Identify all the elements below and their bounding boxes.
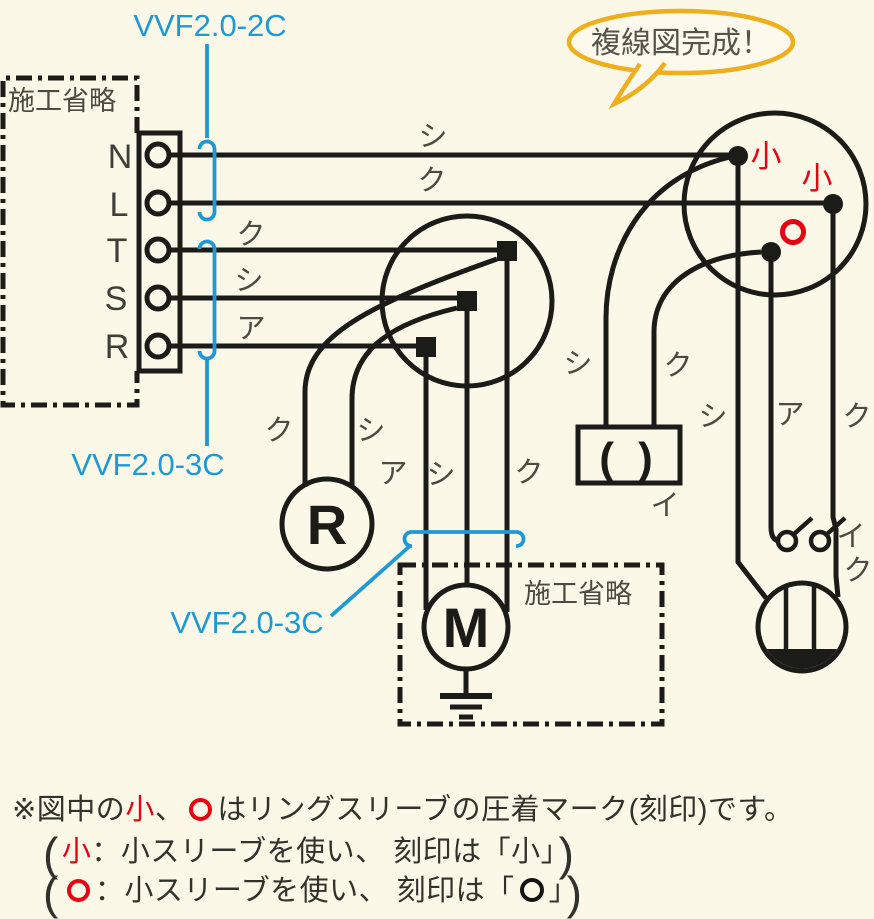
- cable-label-top: VVF2.0-2C: [133, 8, 286, 43]
- wire-label-ceiling-right: ク: [663, 350, 692, 382]
- terminal-label-n: N: [108, 138, 133, 176]
- terminal-label-t: T: [107, 232, 128, 270]
- wire-label-s: シ: [234, 265, 263, 297]
- terminal-label-s: S: [105, 280, 128, 318]
- legend-line-2: (小：小スリーブを使い、 刻印は「小」): [40, 828, 578, 877]
- cable-leader-bottom: [329, 543, 413, 618]
- wire-label-t: ク: [236, 219, 265, 251]
- legend-line1-comma: 、: [154, 794, 185, 826]
- legend-line3-circle-mark-black: [519, 878, 544, 902]
- terminal-screw-r: [144, 332, 172, 360]
- sleeve-mark-1: 小: [751, 139, 782, 174]
- legend-line2-small-mark: 小: [61, 836, 92, 868]
- switch-blade-right: [825, 516, 847, 536]
- cable-label-bottom: VVF2.0-3C: [170, 605, 323, 640]
- cable-marker-2c: [197, 139, 217, 222]
- ceiling-fixture-circuit-label: イ: [650, 490, 679, 522]
- round-lamp-circle: [755, 580, 849, 674]
- legend-line2-text: ：小スリーブを使い、 刻印は「小」: [91, 836, 556, 868]
- terminal-screw-s: [144, 284, 172, 312]
- wire-lamp-right-curve: [349, 305, 458, 486]
- legend-line-3: ( ：小スリーブを使い、 刻印は「 」): [40, 867, 586, 916]
- maru-mark: [780, 219, 806, 245]
- wire-label-motor-left: ア: [378, 458, 407, 490]
- legend-line1-small-mark: 小: [125, 794, 155, 826]
- wire-label-r: ア: [236, 313, 265, 345]
- motor-label: M: [443, 596, 490, 659]
- terminal-screw-t: [144, 236, 172, 264]
- switch-contact-left: [775, 529, 799, 553]
- lamp-receptacle-label: R: [307, 493, 347, 556]
- wire-label-right-drop-left: シ: [698, 401, 727, 433]
- wire-ceiling-left-curve: [603, 154, 731, 427]
- connector-square-s: [457, 291, 477, 311]
- wire-label-n: シ: [418, 121, 447, 153]
- connector-square-t: [497, 241, 517, 261]
- cable-marker-3c-bottom: [402, 530, 526, 548]
- wire-label-motor-mid: シ: [426, 459, 455, 491]
- wire-label-right-drop-right: ク: [842, 401, 871, 433]
- wire-label-right-drop-mid: ア: [775, 399, 804, 431]
- legend-line3-text: ：小スリーブを使い、 刻印は「: [94, 875, 515, 907]
- sleeve-mark-2: 小: [802, 161, 833, 196]
- terminal-label-r: R: [105, 328, 130, 366]
- terminal-label-l: L: [110, 186, 129, 224]
- bottom-omitted-label: 施工省略: [524, 579, 632, 609]
- speech-bubble: [566, 8, 796, 76]
- bottom-omitted-box: [397, 562, 665, 727]
- legend-line2-open-paren: (: [43, 828, 59, 880]
- switch-contact-right: [808, 529, 832, 553]
- wire-label-motor-right: ク: [514, 457, 543, 489]
- wire-label-l: ク: [417, 165, 446, 197]
- speech-bubble-text: 複線図完成！: [591, 27, 771, 60]
- speech-bubble-tail: [608, 61, 667, 110]
- joint-box-circle-right: [681, 110, 869, 298]
- legend-line1-suffix: はリングスリーブの圧着マーク(刻印)です。: [217, 794, 794, 826]
- wire-label-ceiling-left: シ: [563, 348, 592, 380]
- ceiling-fixture-box: [575, 424, 683, 486]
- switch-label-upper: イ: [836, 521, 865, 553]
- switch-blade-left: [792, 516, 814, 536]
- wire-label-lamp-right: シ: [356, 415, 385, 447]
- switch-label-lower: ク: [843, 555, 872, 587]
- cable-marker-3c-left: [197, 239, 217, 361]
- wire-lamp-left-curve: [302, 256, 498, 487]
- left-omitted-label: 施工省略: [8, 86, 116, 116]
- legend-line1-circle-mark: [189, 798, 213, 821]
- ceiling-fixture-symbol: ( ): [599, 434, 659, 483]
- lamp-receptacle-circle: [279, 476, 375, 572]
- legend-line3-circle-mark-red: [66, 879, 90, 902]
- legend-line1-prefix: ※図中の: [12, 794, 126, 826]
- legend-line-1: ※図中の小、はリングスリーブの圧着マーク(刻印)です。: [12, 786, 794, 828]
- terminal-screw-l: [144, 189, 172, 217]
- legend-line3-close-paren: ): [566, 867, 583, 919]
- left-omitted-box: [0, 75, 140, 408]
- cable-label-left: VVF2.0-3C: [71, 447, 224, 482]
- wiring-diagram-canvas: 施工省略 N L T S R R 施工省略 M ( ) 小 小: [0, 8, 873, 727]
- legend-line2-close-paren: ): [558, 828, 575, 880]
- wire-neutral-drop: [735, 156, 768, 600]
- terminal-screw-n: [144, 141, 172, 169]
- wire-label-lamp-left: ク: [264, 415, 293, 447]
- legend-line3-open-paren: (: [43, 867, 59, 919]
- legend-line3-end: 」: [548, 875, 564, 907]
- connector-square-r: [416, 337, 436, 357]
